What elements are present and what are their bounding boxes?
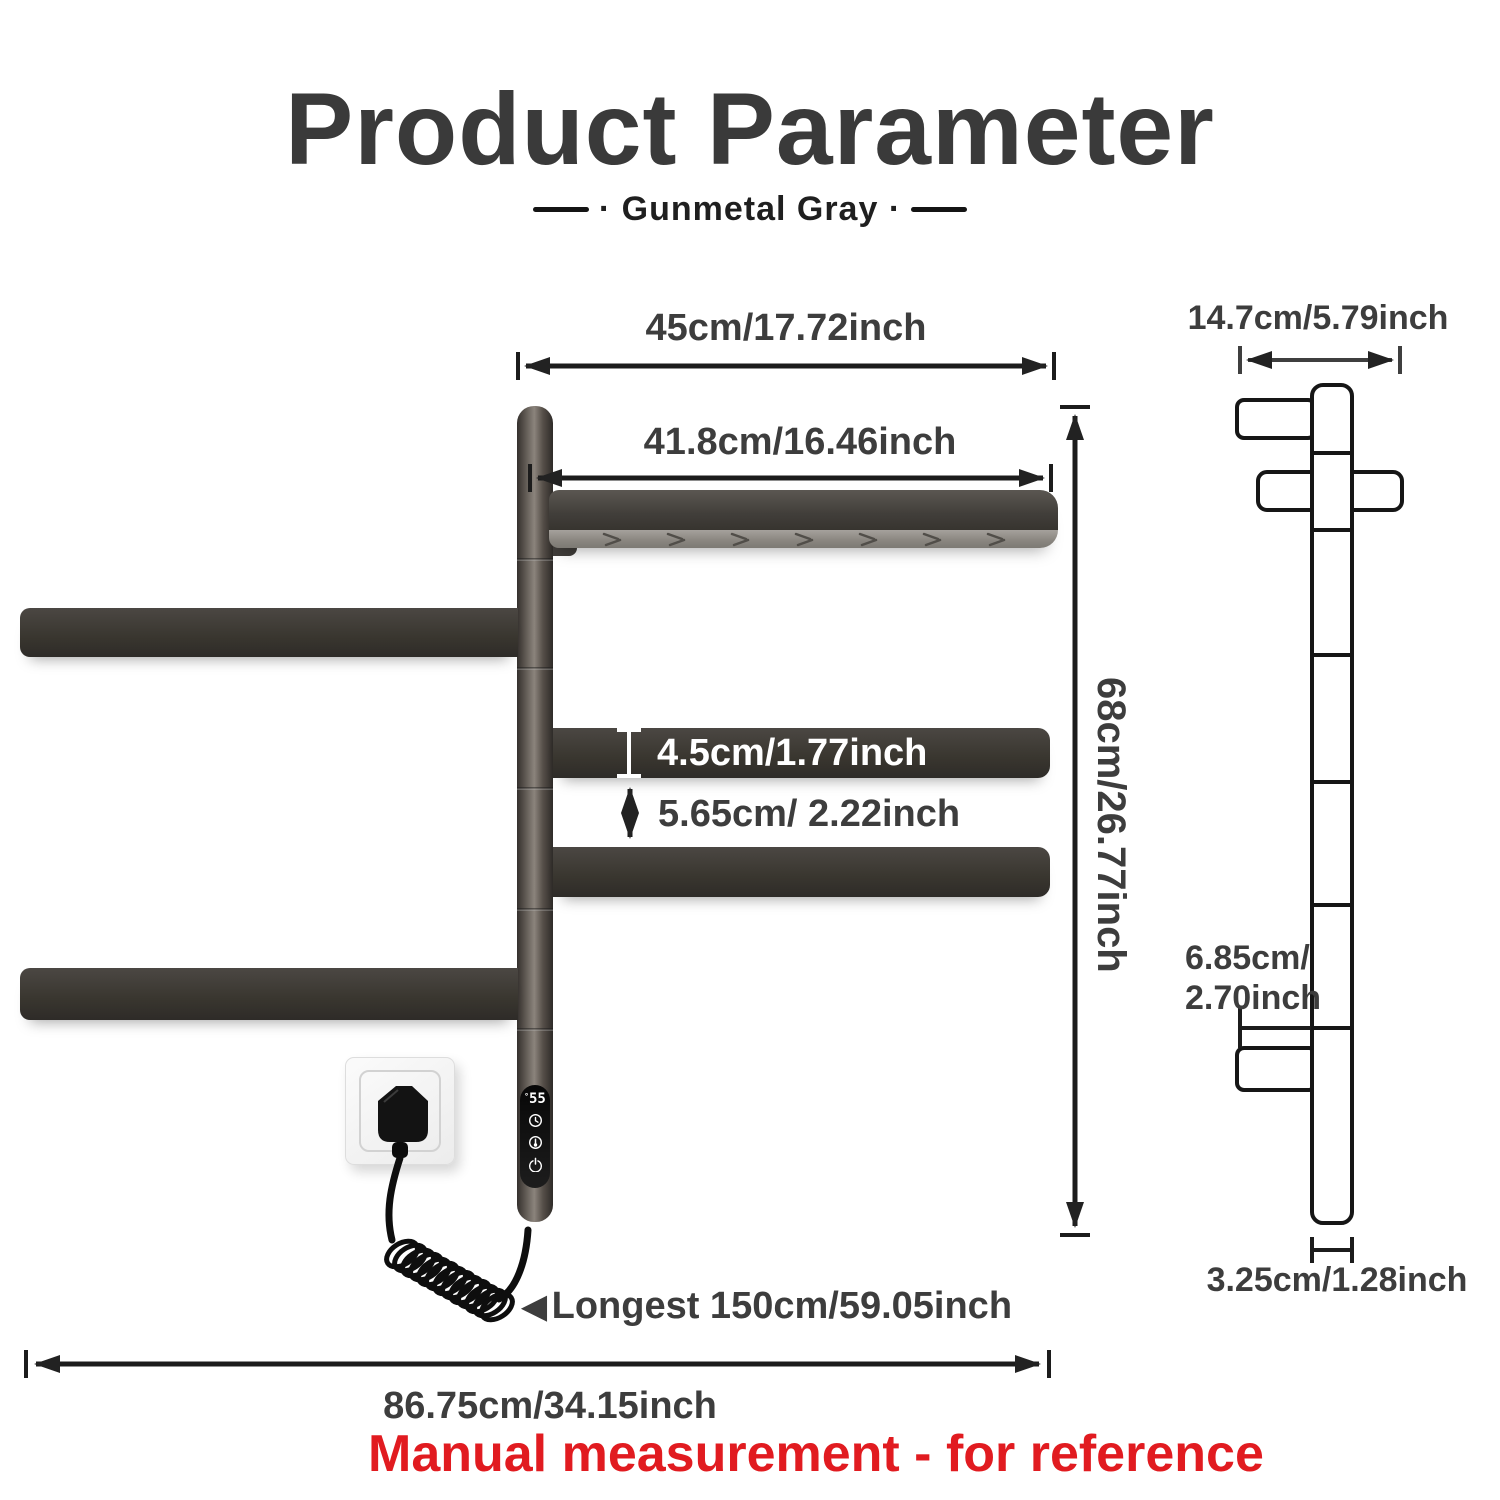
dimension-total-width xyxy=(24,1350,1051,1378)
subtitle: · Gunmetal Gray · xyxy=(0,190,1500,229)
label-height: 68cm/26.77inch xyxy=(1089,677,1133,973)
degree-mark: ° xyxy=(524,1092,529,1101)
towel-bar-middle-upper xyxy=(553,728,1050,778)
shelf-top-face xyxy=(549,490,1058,530)
pole-joint xyxy=(517,667,553,670)
temperature-value: 55 xyxy=(528,1091,546,1107)
pole-joint xyxy=(517,558,553,561)
measurement-disclaimer: Manual measurement - for reference xyxy=(368,1425,1264,1483)
dimension-height xyxy=(1060,405,1090,1237)
timer-icon[interactable] xyxy=(528,1113,543,1128)
left-arrow-icon: ◀ xyxy=(522,1288,547,1325)
label-bar-gap: 5.65cm/ 2.22inch xyxy=(658,793,961,835)
side-view-pole xyxy=(1310,383,1354,1225)
dimension-depth xyxy=(1238,346,1402,374)
label-shelf-width: 41.8cm/16.46inch xyxy=(643,421,957,463)
label-pole-width: 3.25cm/1.28inch xyxy=(1206,1261,1468,1299)
label-top-width: 45cm/17.72inch xyxy=(645,307,927,349)
page-title: Product Parameter xyxy=(285,72,1215,186)
temperature-display: ° 55 xyxy=(524,1092,546,1106)
label-offset: 6.85cm/ 2.70inch xyxy=(1185,938,1321,1018)
shelf-vent-chevrons xyxy=(602,532,1006,547)
label-bar-thickness: 4.5cm/1.77inch xyxy=(657,732,928,774)
dimension-offset-bracket xyxy=(1238,1008,1311,1048)
label-cable-length: ◀ Longest 150cm/59.05inch xyxy=(522,1285,1013,1328)
side-view-shelf xyxy=(1235,398,1317,440)
subtitle-dash-left xyxy=(532,207,589,212)
subtitle-dash-right xyxy=(911,207,968,212)
cable-length-text: Longest 150cm/59.05inch xyxy=(551,1285,1013,1327)
top-shelf xyxy=(549,490,1058,548)
towel-bar-top-left xyxy=(20,608,518,657)
label-offset-line1: 6.85cm/ xyxy=(1185,939,1310,977)
side-view-lower-bar xyxy=(1235,1046,1318,1092)
pole-joint xyxy=(517,1028,553,1031)
control-panel: ° 55 xyxy=(520,1085,550,1188)
side-view-outline xyxy=(1235,383,1404,1225)
power-plug xyxy=(378,1086,428,1158)
label-depth: 14.7cm/5.79inch xyxy=(1187,299,1449,337)
dimension-shelf-width xyxy=(528,464,1053,492)
temperature-icon[interactable] xyxy=(528,1135,543,1150)
pole-joint xyxy=(517,908,553,911)
dimension-bar-thickness-marker xyxy=(617,728,641,778)
towel-bar-middle-lower xyxy=(553,847,1050,897)
pole-joint xyxy=(517,787,553,790)
label-total-width: 86.75cm/34.15inch xyxy=(383,1385,717,1427)
towel-bar-bottom-left xyxy=(20,968,518,1020)
shelf-vent-lip xyxy=(549,530,1058,548)
dimension-top-width xyxy=(516,352,1056,380)
subtitle-color-label: · Gunmetal Gray · xyxy=(598,190,902,228)
dimension-pole-width-bracket xyxy=(1310,1237,1354,1263)
power-icon[interactable] xyxy=(528,1157,543,1172)
label-offset-line2: 2.70inch xyxy=(1185,979,1322,1018)
coiled-power-cable xyxy=(384,1154,532,1323)
